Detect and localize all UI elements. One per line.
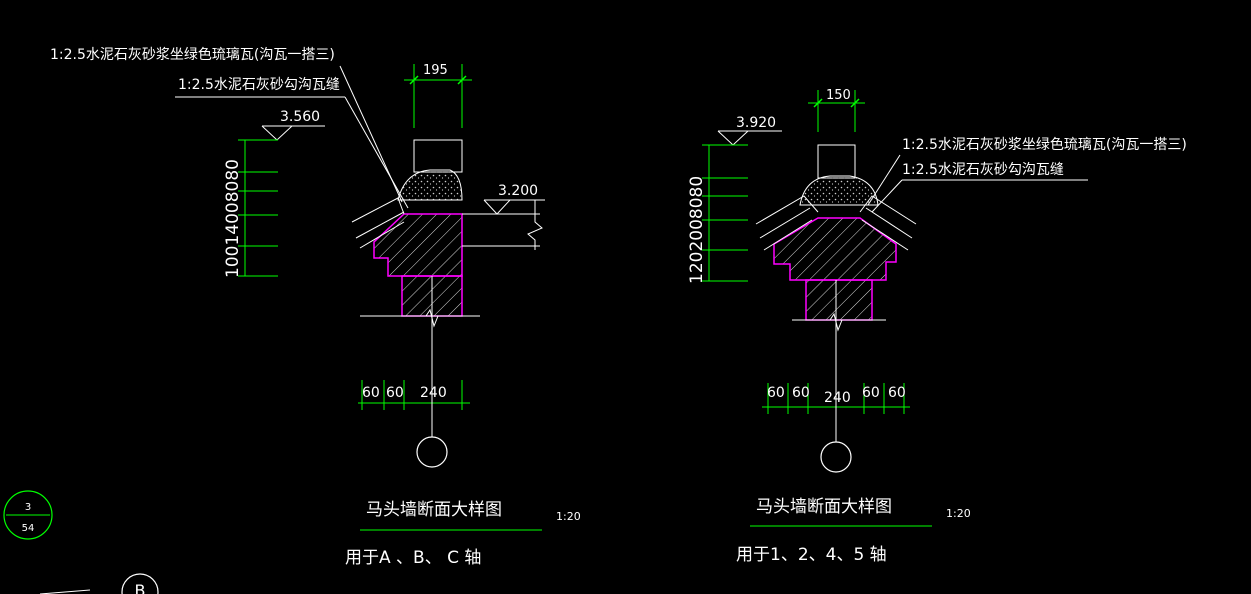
right-dim-bottom-3: 240 [824,390,851,406]
right-top-dimension: 150 [808,88,865,132]
left-dim-bottom-3: 240 [420,385,447,401]
right-bottom-dimensions: 60 60 240 60 60 [762,383,910,414]
right-scale: 1:20 [946,507,971,520]
axis-bubble-b-circle [121,573,159,594]
right-usage: 用于1、2、4、5 轴 [736,545,887,565]
left-leader-joint [344,96,409,209]
left-usage: 用于A 、B、 C 轴 [345,548,481,568]
right-dim-bottom-1: 60 [767,385,785,401]
left-axis-bubble [416,436,448,468]
right-dim-bottom-2: 60 [792,385,810,401]
left-wall-section [351,139,480,328]
sheet-reference-circle [3,490,53,540]
right-dim-top-text: 150 [826,88,851,103]
right-title: 马头墙断面大样图 [756,497,892,517]
left-elev-top-text: 3.560 [280,109,320,125]
left-vert-dims-text: 10014008080 [223,159,243,278]
right-elev-top-text: 3.920 [736,115,776,131]
right-note-joint: 1:2.5水泥石灰砂勾沟瓦缝 [902,162,1064,178]
left-dim-bottom-2: 60 [386,385,404,401]
right-note-tile: 1:2.5水泥石灰砂浆坐绿色琉璃瓦(沟瓦一搭三) [902,136,1187,153]
left-note-tile: 1:2.5水泥石灰砂浆坐绿色琉璃瓦(沟瓦一搭三) [50,46,335,63]
right-elevation-top: 3.920 [704,115,782,146]
axis-bubble-b-label: B [135,581,146,594]
left-vertical-dimensions: 10014008080 [223,139,278,278]
left-title: 马头墙断面大样图 [366,500,502,520]
left-elev-side-text: 3.200 [498,183,538,199]
right-vertical-dimensions: 1202008080 [687,144,748,284]
left-scale: 1:20 [556,510,581,523]
sheet-reference-sheet: 54 [22,523,35,534]
left-top-dimension: 195 [404,63,472,128]
left-elevation-top: 3.560 [240,109,325,141]
left-note-joint: 1:2.5水泥石灰砂勾沟瓦缝 [178,77,340,93]
right-vert-dims-text: 1202008080 [687,176,707,284]
axis-bubble-b: B [39,573,159,594]
sheet-reference-number: 3 [25,502,31,513]
right-wall-section [755,144,917,332]
right-dim-bottom-5: 60 [888,385,906,401]
left-dim-bottom-1: 60 [362,385,380,401]
left-detail: 1:2.5水泥石灰砂浆坐绿色琉璃瓦(沟瓦一搭三) 1:2.5水泥石灰砂勾沟瓦缝 … [50,46,581,568]
left-dim-top-text: 195 [423,63,448,78]
sheet-reference: 3 54 [3,490,53,540]
axis-bubble-b-leader [39,589,91,594]
right-detail: 1:2.5水泥石灰砂浆坐绿色琉璃瓦(沟瓦一搭三) 1:2.5水泥石灰砂勾沟瓦缝 … [687,88,1187,565]
left-elevation-side: 3.200 [462,183,545,250]
right-leader-joint [871,179,903,213]
left-bottom-dimensions: 60 60 240 [358,380,470,410]
right-dim-bottom-4: 60 [862,385,880,401]
right-axis-bubble [820,441,852,473]
